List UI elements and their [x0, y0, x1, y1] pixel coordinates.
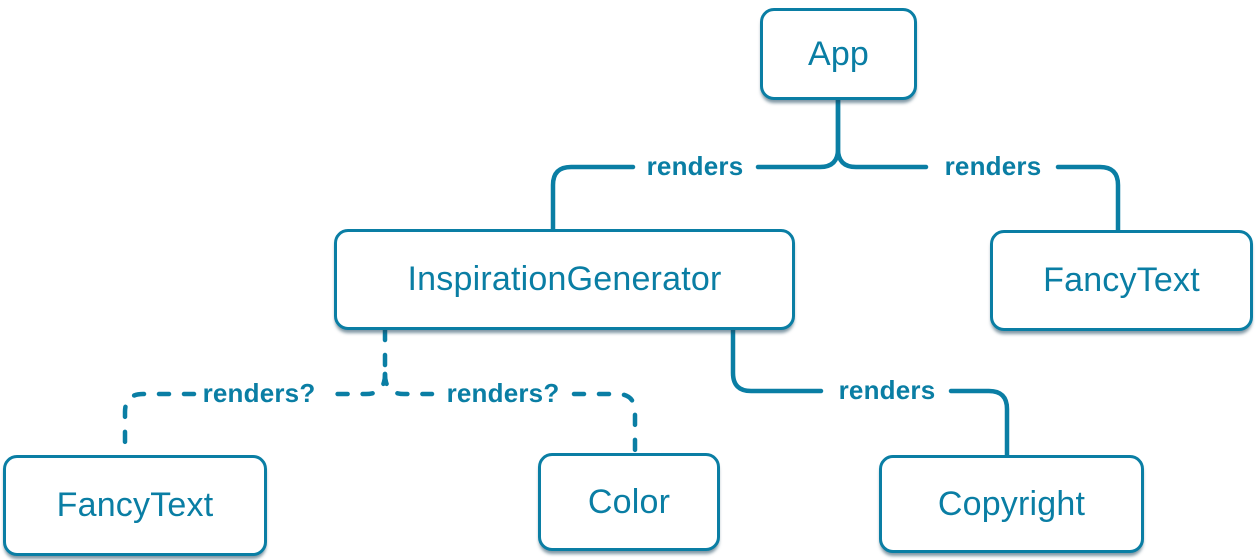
edge-label-renders-conditional: renders?	[446, 378, 560, 408]
edge-label-renders: renders	[646, 151, 744, 181]
edge-label-renders: renders	[838, 375, 936, 405]
node-color: Color	[538, 453, 720, 551]
node-app-label: App	[807, 34, 870, 73]
node-fancytext-bottom-label: FancyText	[56, 486, 214, 524]
edge-app-to-fancytext	[835, 97, 1121, 233]
edge-inspirationgenerator-to-color-dashed	[382, 371, 638, 456]
node-fancytext-bottom: FancyText	[3, 455, 267, 556]
node-copyright-label: Copyright	[937, 484, 1086, 523]
node-fancytext-top: FancyText	[990, 230, 1253, 331]
node-color-label: Color	[587, 482, 671, 521]
node-inspiration-generator-label: InspirationGenerator	[407, 260, 722, 298]
edge-label-renders-conditional: renders?	[202, 378, 316, 408]
node-inspiration-generator: InspirationGenerator	[334, 229, 795, 330]
node-copyright: Copyright	[879, 455, 1144, 553]
edge-inspirationgenerator-to-copyright	[730, 327, 1010, 458]
node-app: App	[760, 8, 917, 100]
edge-label-renders: renders	[944, 151, 1042, 181]
node-fancytext-top-label: FancyText	[1043, 261, 1200, 299]
